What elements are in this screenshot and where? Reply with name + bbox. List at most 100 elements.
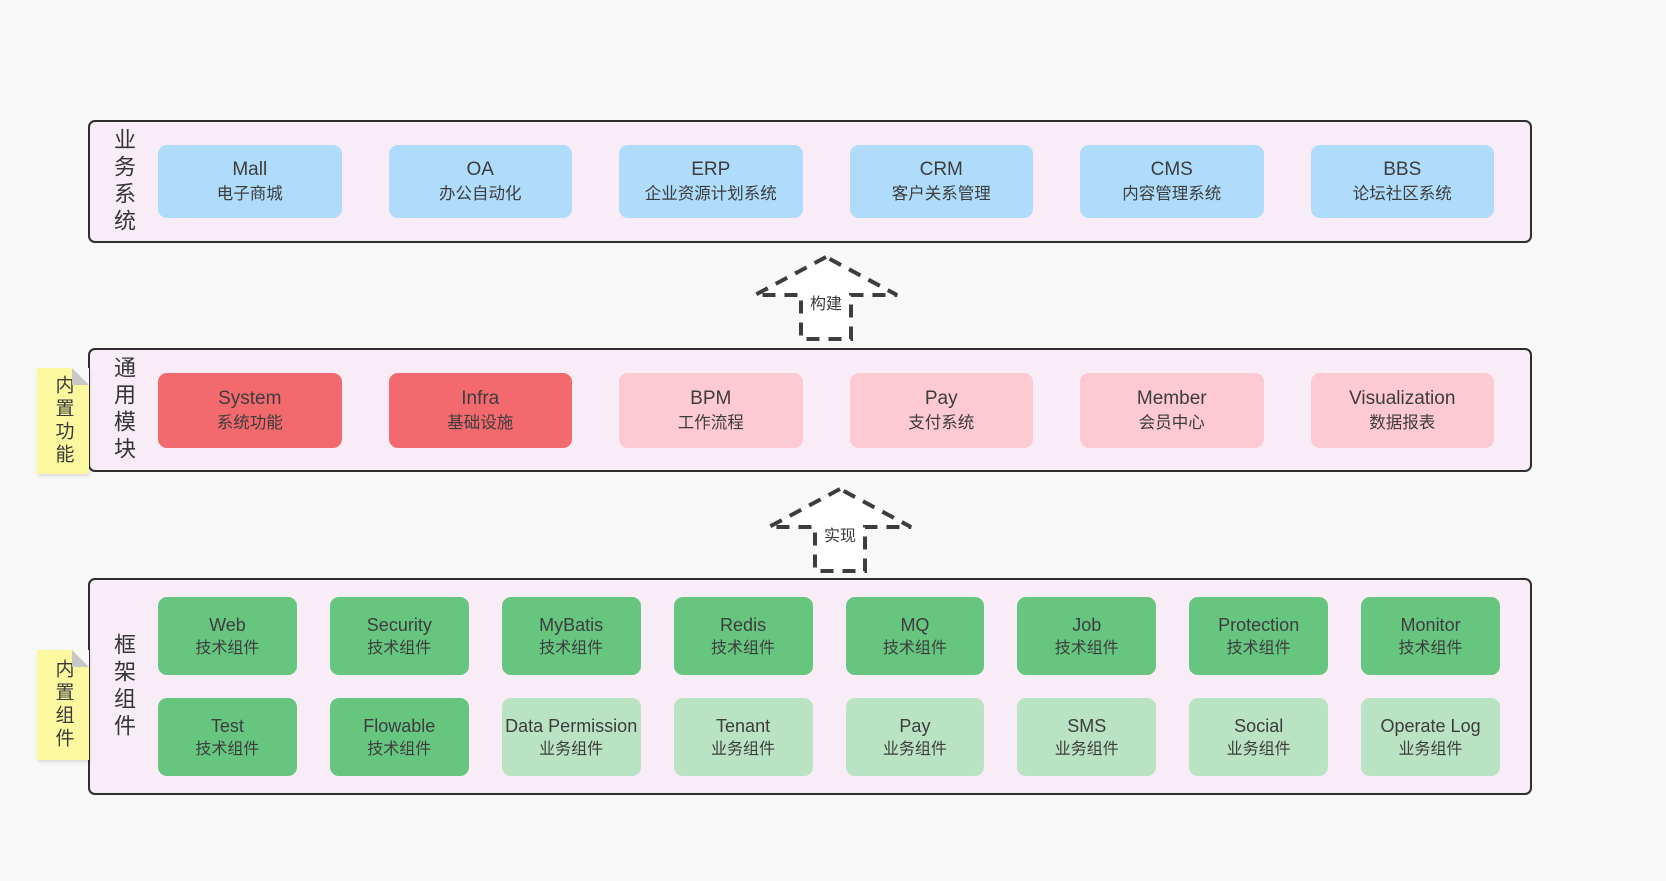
box-subtitle: 工作流程 [677, 413, 744, 432]
box-title: OA [466, 159, 494, 180]
box-subtitle: 基础设施 [447, 413, 514, 432]
box-title: Operate Log [1380, 715, 1481, 736]
box-subtitle: 业务组件 [1054, 740, 1119, 758]
box-title: Data Permission [505, 715, 638, 736]
box-system: System 系统功能 [158, 372, 342, 448]
box-title: BBS [1383, 159, 1422, 180]
box-social: Social 业务组件 [1189, 698, 1329, 776]
box-subtitle: 技术组件 [539, 639, 604, 657]
box-subtitle: 系统功能 [216, 413, 283, 432]
band-label-common-modules: 通用模块 [111, 356, 136, 464]
box-title: Security [366, 614, 432, 635]
box-subtitle: 技术组件 [367, 740, 432, 758]
box-title: Redis [720, 614, 767, 635]
band-label-framework-components: 框架组件 [111, 632, 136, 741]
box-protection: Protection 技术组件 [1189, 597, 1329, 675]
box-title: CMS [1150, 159, 1193, 180]
box-crm: CRM 客户关系管理 [849, 145, 1033, 218]
box-subtitle: 技术组件 [1398, 639, 1463, 657]
arrow-label: 构建 [806, 288, 846, 315]
box-bbs: BBS 论坛社区系统 [1310, 145, 1494, 218]
band-common-content: System 系统功能 Infra 基础设施 BPM 工作流程 Pay 支付系统… [140, 372, 1530, 448]
box-oa: OA 办公自动化 [388, 145, 572, 218]
box-title: Infra [461, 387, 500, 409]
sticky-text: 内置功能 [52, 375, 74, 467]
box-mall: Mall 电子商城 [158, 145, 342, 218]
box-title: Test [210, 715, 244, 736]
box-cms: CMS 内容管理系统 [1080, 145, 1264, 218]
box-title: Monitor [1400, 614, 1461, 635]
box-subtitle: 技术组件 [367, 639, 432, 657]
box-subtitle: 技术组件 [195, 740, 260, 758]
box-title: CRM [919, 159, 963, 180]
box-pay-system: Pay 支付系统 [849, 372, 1033, 448]
box-title: Job [1072, 614, 1102, 635]
box-subtitle: 技术组件 [882, 639, 947, 657]
box-bpm: BPM 工作流程 [619, 372, 803, 448]
box-subtitle: 技术组件 [195, 639, 260, 657]
box-subtitle: 业务组件 [1398, 740, 1463, 758]
box-sms: SMS 业务组件 [1017, 698, 1157, 776]
band-common-modules: 通用模块 System 系统功能 Infra 基础设施 BPM 工作流程 Pay… [88, 348, 1532, 472]
sticky-built-in-components: 内置组件 [37, 650, 89, 760]
box-title: SMS [1067, 715, 1107, 736]
box-mq: MQ 技术组件 [845, 597, 985, 675]
box-subtitle: 技术组件 [1054, 639, 1119, 657]
box-title: Mall [232, 159, 268, 180]
box-subtitle: 论坛社区系统 [1352, 185, 1452, 203]
box-title: MQ [900, 614, 930, 635]
box-subtitle: 业务组件 [882, 740, 947, 758]
box-title: Pay [924, 387, 958, 409]
box-flowable: Flowable 技术组件 [329, 698, 469, 776]
box-security: Security 技术组件 [329, 597, 469, 675]
box-subtitle: 会员中心 [1138, 413, 1205, 432]
box-subtitle: 支付系统 [908, 413, 975, 432]
folded-corner-icon [72, 650, 89, 667]
box-mybatis: MyBatis 技术组件 [501, 597, 641, 675]
band-business-systems: 业务系统 Mall 电子商城 OA 办公自动化 ERP 企业资源计划系统 CRM… [88, 120, 1532, 243]
box-operate-log: Operate Log 业务组件 [1361, 698, 1500, 776]
box-title: MyBatis [539, 614, 604, 635]
sticky-text: 内置组件 [52, 659, 74, 751]
band-business-content: Mall 电子商城 OA 办公自动化 ERP 企业资源计划系统 CRM 客户关系… [140, 145, 1530, 218]
box-visualization: Visualization 数据报表 [1310, 372, 1494, 448]
band-framework-content: Web 技术组件 Security 技术组件 MyBatis 技术组件 Redi… [140, 597, 1530, 776]
box-erp: ERP 企业资源计划系统 [619, 145, 803, 218]
box-subtitle: 业务组件 [539, 740, 604, 758]
band-label-business-systems: 业务系统 [111, 127, 136, 236]
box-subtitle: 数据报表 [1369, 413, 1436, 432]
box-subtitle: 企业资源计划系统 [644, 185, 777, 203]
box-title: Pay [899, 715, 931, 736]
box-title: Tenant [716, 715, 771, 736]
arrow-label: 实现 [820, 520, 860, 547]
box-subtitle: 业务组件 [711, 740, 776, 758]
box-pay-component: Pay 业务组件 [845, 698, 985, 776]
box-tenant: Tenant 业务组件 [673, 698, 813, 776]
box-title: Web [209, 614, 246, 635]
box-subtitle: 技术组件 [711, 639, 776, 657]
box-subtitle: 内容管理系统 [1122, 185, 1222, 203]
band-framework-components: 框架组件 Web 技术组件 Security 技术组件 MyBatis 技术组件… [88, 578, 1532, 795]
box-title: Protection [1218, 614, 1300, 635]
box-job: Job 技术组件 [1017, 597, 1157, 675]
box-title: ERP [691, 159, 731, 180]
box-title: BPM [690, 387, 732, 409]
box-title: Visualization [1349, 387, 1456, 409]
box-member: Member 会员中心 [1080, 372, 1264, 448]
box-data-permission: Data Permission 业务组件 [501, 698, 641, 776]
box-monitor: Monitor 技术组件 [1361, 597, 1500, 675]
box-infra: Infra 基础设施 [388, 372, 572, 448]
box-test: Test 技术组件 [158, 698, 297, 776]
arrow-implement: 实现 [766, 486, 914, 574]
box-subtitle: 技术组件 [1226, 639, 1291, 657]
box-subtitle: 业务组件 [1226, 740, 1291, 758]
box-title: Social [1234, 715, 1284, 736]
box-web: Web 技术组件 [158, 597, 297, 675]
folded-corner-icon [72, 368, 89, 385]
arrow-build: 构建 [752, 254, 900, 342]
box-subtitle: 办公自动化 [439, 185, 522, 203]
box-title: Flowable [363, 715, 436, 736]
box-title: System [218, 387, 282, 409]
box-title: Member [1136, 387, 1207, 409]
